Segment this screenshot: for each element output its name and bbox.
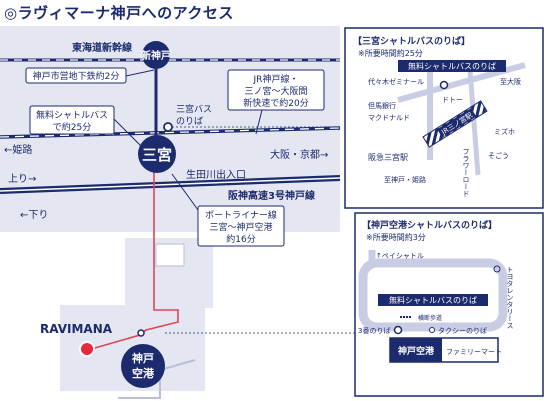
jr-callout-text-1: JR神戸線・ xyxy=(253,73,299,85)
kobe-airport-station xyxy=(121,344,165,388)
port-liner-callout-text-3: 約16分 xyxy=(226,233,255,245)
taxi-label: タクシーのりば xyxy=(438,326,487,335)
city-block xyxy=(155,243,185,267)
tajima-label: 但馬銀行 xyxy=(368,101,396,110)
himeji-label: ←姫路 xyxy=(4,143,32,156)
sannomiya-station xyxy=(138,135,176,173)
walkway-label: 横断歩道 xyxy=(418,314,442,322)
to-osaka-label: 至大阪 xyxy=(500,77,521,86)
roundabout-road xyxy=(358,258,508,332)
inset-sannomiya-title: 【三宮シャトルバスのりば】 xyxy=(353,35,470,47)
to-kobe-himeji-label: 至神戸・姫路 xyxy=(384,175,426,184)
platform3-label: 3番のりば xyxy=(358,326,390,335)
road xyxy=(467,69,481,176)
airport-terminal-label: 神戸空港 xyxy=(398,345,435,357)
page-title: ◎ラヴィマーナ神戸へのアクセス xyxy=(4,4,234,22)
port-liner-callout-text-1: ポートライナー線 xyxy=(205,209,277,221)
inset-sannomiya: 【三宮シャトルバスのりば】 ※所要時間約25分 無料シャトルバスのりば 至大阪 … xyxy=(344,27,544,209)
subway-callout xyxy=(25,67,127,84)
bus-stop-marker xyxy=(163,122,173,132)
kobe-airport-label-2: 空港 xyxy=(132,366,155,380)
kudari-label: ←下り xyxy=(20,209,48,221)
ornament xyxy=(493,265,501,273)
dotor-label: ドトー xyxy=(442,96,463,104)
jr-callout xyxy=(227,69,325,111)
hankyu-label: 阪急三宮駅 xyxy=(368,152,408,162)
flower-road-label: フラワーロード xyxy=(462,148,470,197)
port-liner-callout xyxy=(197,205,285,247)
bus-stop-marker xyxy=(393,325,403,335)
ikutagawa-label: 生田川出入口 xyxy=(186,168,246,181)
port-liner-callout-text-2: 三宮〜神戸空港 xyxy=(209,221,272,233)
airport-bus-bar xyxy=(378,294,488,306)
sogo-label: そごう xyxy=(488,151,509,160)
tokaido-label: 東海道新幹線 xyxy=(72,41,132,54)
inset-airport-title: 【神戸空港シャトルバスのりば】 xyxy=(362,219,497,231)
familymart-label: ファミリーマート xyxy=(446,348,502,356)
mizuho-label: ミズホ xyxy=(494,127,515,136)
toyota-rental-label: トヨタレンタリース xyxy=(506,266,514,329)
coastline xyxy=(118,359,196,399)
ravimana-marker xyxy=(79,341,95,357)
expressway-label: 阪神高速3号神戸線 xyxy=(228,189,315,202)
bus-stop-label-2: のりば xyxy=(176,116,203,127)
shin-kobe-label: 新神戸 xyxy=(141,49,171,62)
shuttle-callout xyxy=(29,105,115,135)
subway-callout-text: 神戸市営地下鉄約2分 xyxy=(33,70,120,82)
route-dot xyxy=(137,329,145,337)
inset-airport: 【神戸空港シャトルバスのりば】 ※所要時間約3分 ↑ペイシャトル トヨタレンタリ… xyxy=(354,212,544,397)
shuttle-callout-text-2: で約25分 xyxy=(53,121,91,133)
jr-callout-text-3: 新快速で約20分 xyxy=(243,97,308,109)
sannomiya-bus-label: 無料シャトルバスのりば xyxy=(408,61,496,71)
airport-bus-label: 無料シャトルバスのりば xyxy=(389,295,477,305)
kobe-airport-label-1: 神戸 xyxy=(132,351,154,365)
shuttle-callout-text-1: 無料シャトルバス xyxy=(36,109,108,121)
jr-callout-text-2: 三ノ宮〜大阪間 xyxy=(244,85,307,97)
shin-kobe-station xyxy=(142,41,170,69)
osaka-kyoto-label: 大阪・京都→ xyxy=(270,148,328,161)
sannomiya-label: 三宮 xyxy=(142,146,172,164)
ravimana-label: RAVIMANA xyxy=(40,322,113,336)
pei-shuttle-label: ↑ペイシャトル xyxy=(376,252,424,260)
sannomiya-bus-bar xyxy=(398,60,506,72)
bus-stop-label-1: 三宮バス xyxy=(176,103,212,115)
main-map: 東海道新幹線 ←姫路 大阪・京都→ 生田川出入口 阪神高速3号神戸線 上り→ ←… xyxy=(0,26,355,399)
yoyogi-label: 代々木ゼミナール xyxy=(368,77,424,86)
airport-terminal-label-box xyxy=(390,338,442,362)
inset-airport-time: ※所要時間約3分 xyxy=(366,232,426,242)
inset-sannomiya-time: ※所要時間約25分 xyxy=(358,48,423,58)
mcdonalds-label: マクドナルド xyxy=(368,114,410,122)
nobori-label: 上り→ xyxy=(8,173,36,185)
bus-stop-marker xyxy=(439,80,449,90)
